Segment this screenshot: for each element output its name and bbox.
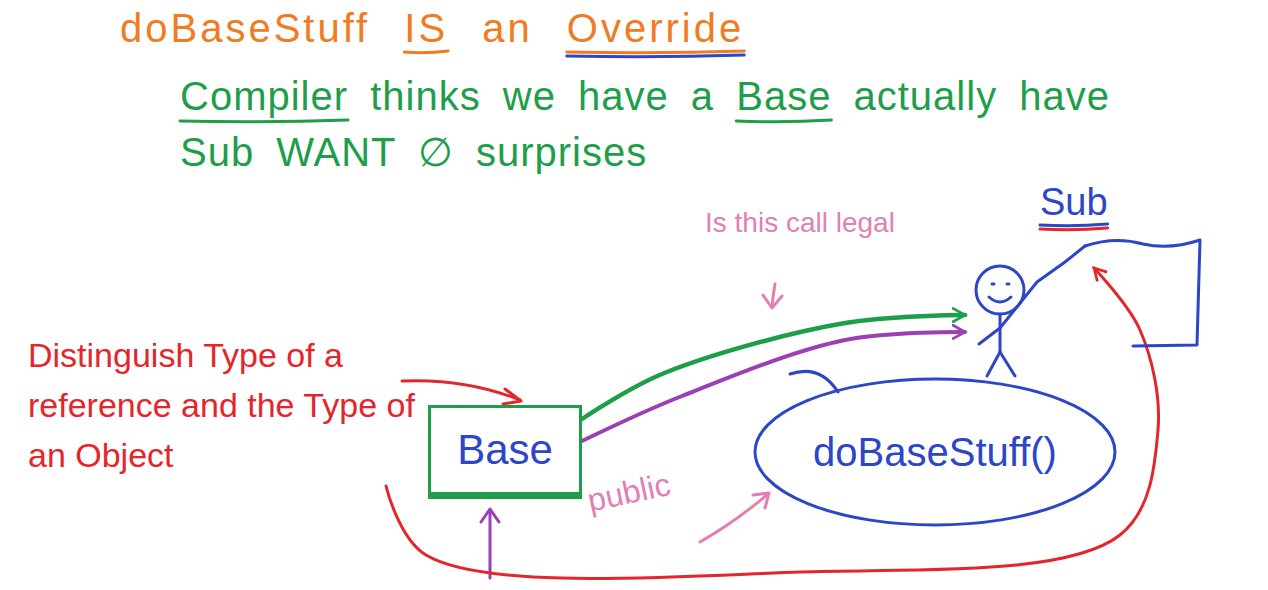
connector-arrow <box>582 315 965 419</box>
node-label: Base <box>431 426 579 474</box>
eye <box>1007 283 1009 286</box>
pointer-arrow <box>402 381 520 400</box>
underline-stroke <box>567 51 744 53</box>
underline-stroke <box>1040 228 1108 230</box>
figure-leg <box>1000 352 1015 376</box>
pointer-arrow <box>386 268 1159 579</box>
note-text: Compiler thinks we have a Base actually … <box>180 68 1110 180</box>
sketch-arc <box>790 371 838 392</box>
node-label: doBaseStuff() <box>753 429 1117 475</box>
figure-arm <box>1000 246 1085 328</box>
smile <box>989 297 1011 302</box>
arrow-head <box>763 295 782 308</box>
heading-note: doBaseStuff IS an Override <box>120 4 744 52</box>
eye <box>992 283 994 286</box>
access-note: public <box>584 465 674 520</box>
underline-stroke <box>180 120 348 122</box>
pointer-arrow <box>489 511 492 578</box>
figure-leg <box>987 352 1000 376</box>
question-note: Is this call legal <box>705 206 935 240</box>
method-ellipse: doBaseStuff() <box>753 377 1117 527</box>
arrow-head <box>503 389 521 404</box>
object-figure: Sub <box>965 180 1205 380</box>
connector-arrow <box>582 332 965 441</box>
figure-arm <box>979 328 1000 344</box>
pointer-arrow <box>700 494 768 542</box>
note-text: Distinguish Type of a reference and the … <box>28 330 416 480</box>
underline-stroke <box>567 55 744 57</box>
node-label: Sub <box>1040 180 1108 224</box>
figure-body <box>999 314 1002 352</box>
underline-stroke <box>1040 224 1108 226</box>
arrow-head <box>481 509 499 522</box>
flag-outline <box>1085 240 1200 346</box>
underline-stroke <box>404 51 448 53</box>
reference-box: Base <box>428 405 582 499</box>
underline-stroke <box>736 120 831 122</box>
arrow-head <box>753 493 769 508</box>
